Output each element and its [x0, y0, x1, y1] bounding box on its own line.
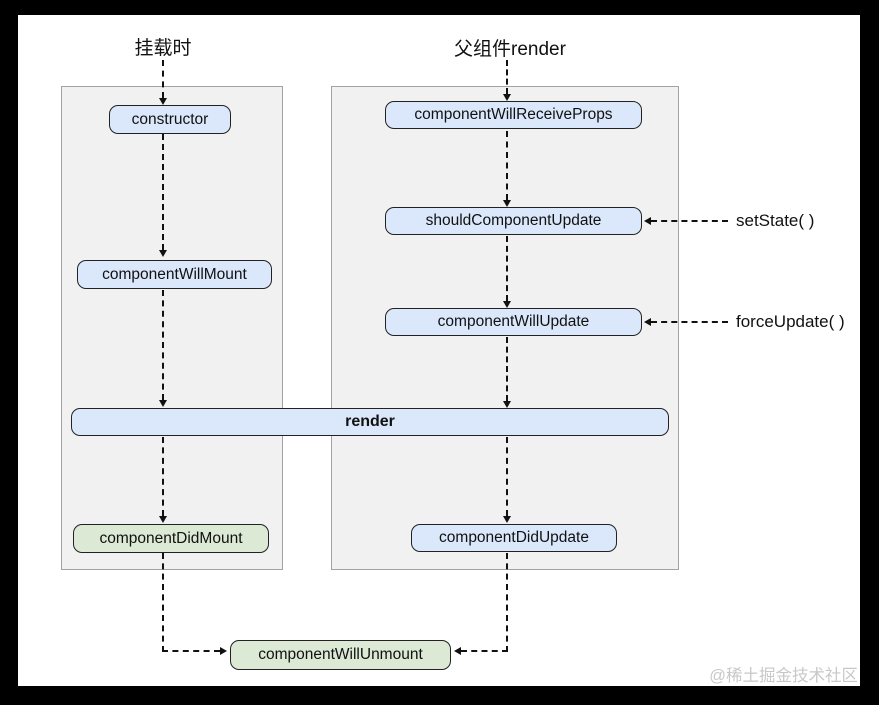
column-label-parent-render: 父组件render: [454, 39, 566, 60]
label-set-state: setState( ): [736, 211, 815, 230]
arrow-did-update-elbow-vertical: [506, 553, 508, 652]
column-label-mount: 挂载时: [134, 38, 192, 59]
arrow-did-mount-elbow-vertical: [162, 553, 164, 652]
arrow-should-update-to-will-update: [502, 236, 511, 308]
box-component-will-receive-props: componentWillReceiveProps: [385, 101, 642, 129]
box-component-will-unmount: componentWillUnmount: [230, 640, 451, 670]
label-force-update: forceUpdate( ): [736, 312, 845, 331]
arrow-set-state-to-should-update: [644, 216, 728, 225]
arrow-will-receive-props-to-should-update: [502, 131, 511, 207]
arrow-did-mount-to-will-unmount: [162, 646, 227, 655]
arrow-render-to-did-update: [502, 437, 511, 523]
arrow-parent-render-to-will-receive-props: [502, 60, 511, 101]
arrow-mount-to-constructor: [158, 60, 167, 105]
box-component-did-update: componentDidUpdate: [411, 524, 617, 552]
box-constructor: constructor: [109, 105, 231, 134]
box-component-did-mount: componentDidMount: [73, 524, 269, 553]
arrow-render-to-did-mount: [158, 437, 167, 523]
arrow-did-update-to-will-unmount: [454, 646, 508, 655]
box-render: render: [71, 408, 669, 436]
arrow-force-update-to-will-update: [644, 317, 728, 326]
arrow-constructor-to-will-mount: [158, 134, 167, 257]
mount-phase-panel: [61, 86, 283, 570]
arrow-will-update-to-render: [502, 337, 511, 408]
arrow-will-mount-to-render: [158, 290, 167, 407]
watermark-text: @稀土掘金技术社区: [709, 667, 858, 685]
box-should-component-update: shouldComponentUpdate: [385, 207, 642, 235]
box-component-will-update: componentWillUpdate: [385, 308, 642, 336]
box-component-will-mount: componentWillMount: [77, 260, 272, 289]
